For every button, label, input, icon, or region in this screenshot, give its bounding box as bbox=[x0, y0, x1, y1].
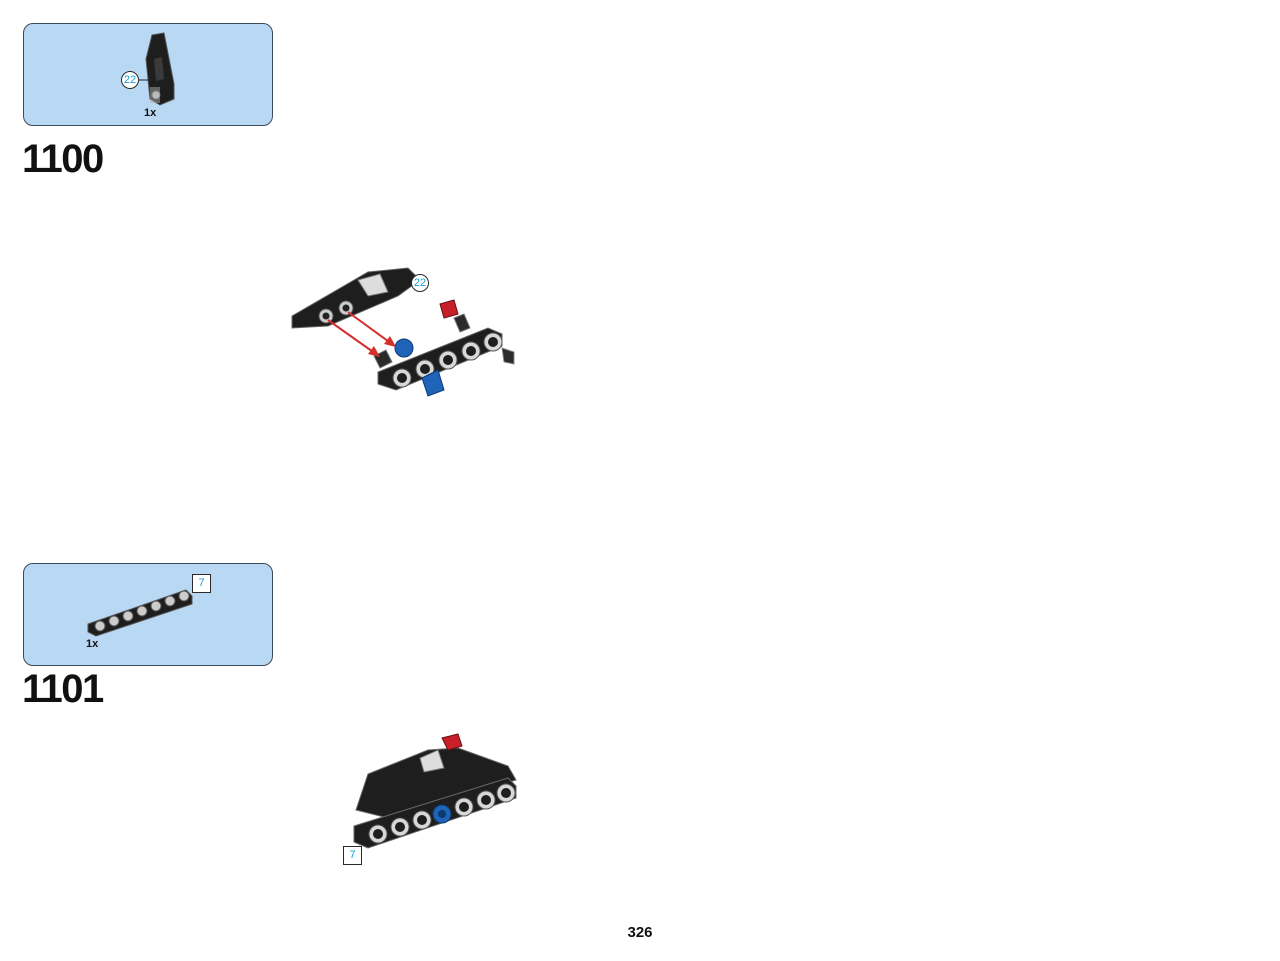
assembly-illustration-step-1101 bbox=[353, 733, 517, 851]
part-quantity: 1x bbox=[144, 107, 157, 119]
step-number: 1100 bbox=[22, 137, 104, 181]
part-quantity: 1x bbox=[86, 638, 99, 650]
parts-list-box: 22 1x bbox=[23, 23, 273, 126]
assembly-callout: 22 bbox=[411, 274, 429, 292]
callout-leader-line bbox=[138, 79, 152, 81]
page-number: 326 bbox=[627, 924, 653, 941]
assembly-illustration-step-1100 bbox=[291, 267, 515, 397]
liftarm-7-icon bbox=[87, 589, 193, 637]
step-number: 1101 bbox=[22, 667, 104, 711]
element-callout: 7 bbox=[192, 574, 211, 593]
element-callout: 22 bbox=[121, 71, 139, 89]
assembly-callout: 7 bbox=[343, 846, 362, 865]
angled-panel-icon bbox=[145, 32, 175, 106]
parts-list-box: 7 1x bbox=[23, 563, 273, 666]
